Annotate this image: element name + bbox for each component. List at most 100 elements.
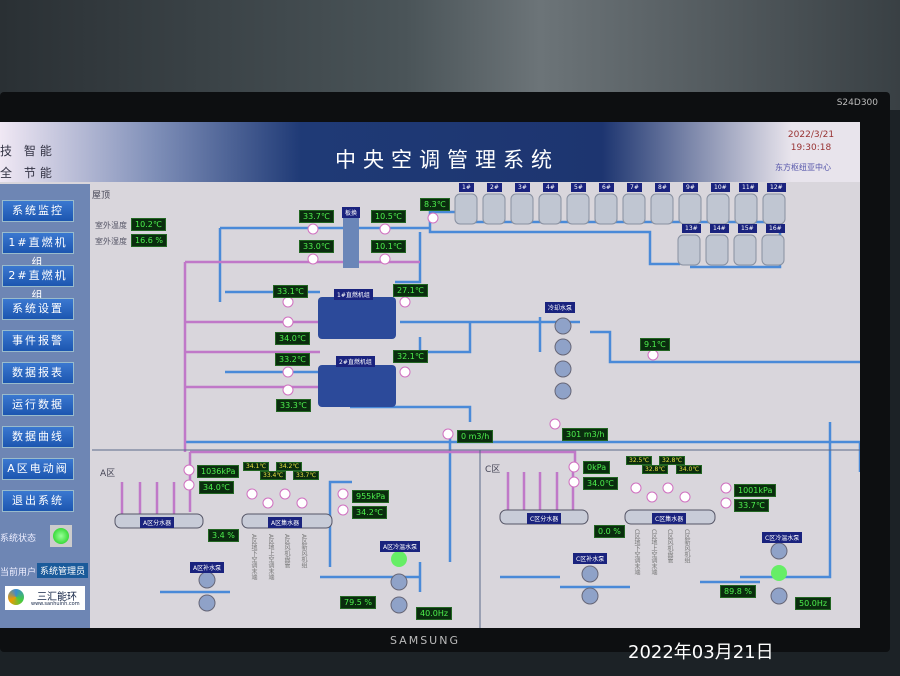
chiller-1-temp-2: 27.1℃ xyxy=(393,284,428,297)
date: 2022/3/21 xyxy=(787,130,835,140)
monitor-model: S24D300 xyxy=(836,98,878,108)
cooling-tower xyxy=(510,193,534,225)
equipment xyxy=(114,218,788,614)
cooling-tower xyxy=(705,234,729,266)
slogan-1: 技 智能 xyxy=(0,144,56,158)
outdoor-temp-label: 室外温度 xyxy=(95,221,127,230)
outdoor-humidity: 16.6 % xyxy=(131,234,167,247)
zone-c-branch: C区地下空调末端 xyxy=(633,529,640,576)
cooling-tower-label: 3# xyxy=(515,183,530,192)
nav-chiller-1[interactable]: 1#直燃机组 xyxy=(2,232,74,269)
nav-run-data[interactable]: 运行数据 xyxy=(2,394,74,416)
hx-in-temp-2: 33.0℃ xyxy=(299,240,334,253)
hx-out-temp-1: 10.5℃ xyxy=(371,210,406,223)
cooling-tower-label: 9# xyxy=(683,183,698,192)
cooling-tower-label: 10# xyxy=(711,183,730,192)
chiller-1-temp-1: 33.1℃ xyxy=(273,285,308,298)
cooling-tower-label: 13# xyxy=(682,224,701,233)
cooling-tower-label: 16# xyxy=(766,224,785,233)
plate-hx-label: 板换 xyxy=(342,207,361,218)
chiller-2-temp-3: 33.3℃ xyxy=(276,399,311,412)
zone-a-valve: 3.4 % xyxy=(208,529,239,542)
cooling-tower xyxy=(482,193,506,225)
outdoor-temp: 10.2℃ xyxy=(131,218,166,231)
status-indicator xyxy=(50,525,72,547)
chiller-1-label: 1#直燃机组 xyxy=(334,289,373,300)
cooling-tower xyxy=(650,193,674,225)
zone-c-makeup-pump: C区补水泵 xyxy=(573,553,608,564)
zone-c-freq: 50.0Hz xyxy=(795,597,832,610)
zone-a-branch: A区新风机组 xyxy=(300,534,307,569)
chiller-2-temp-2: 32.1℃ xyxy=(393,350,428,363)
status-label: 系统状态 xyxy=(0,534,37,544)
cooling-tower xyxy=(454,193,478,225)
cooling-tower xyxy=(762,193,786,225)
nav-data-report[interactable]: 数据报表 xyxy=(2,362,74,384)
zone-a-branch-temp: 33.7℃ xyxy=(293,471,320,480)
user-label: 当前用户 xyxy=(0,568,37,578)
chiller-2-label: 2#直燃机组 xyxy=(336,356,375,367)
zone-c-valve-2: 89.8 % xyxy=(720,585,756,598)
zone-a-temp-1: 34.0℃ xyxy=(199,481,234,494)
site-name: 东方枢纽亚中心 xyxy=(775,163,831,172)
zone-c-branch-temp: 32.8℃ xyxy=(642,465,669,474)
zone-c-pressure-2: 1001kPa xyxy=(734,484,777,497)
logo: 三汇能环 www.sanhuinh.com xyxy=(5,586,85,610)
zone-a-branch: A区地上空调末端 xyxy=(267,534,274,581)
nav-system-monitor[interactable]: 系统监控 xyxy=(2,200,74,222)
cooling-tower xyxy=(761,234,785,266)
outdoor-humidity-label: 室外湿度 xyxy=(95,237,127,246)
cooling-tower-label: 14# xyxy=(710,224,729,233)
zone-a-freq: 40.0Hz xyxy=(416,607,453,620)
logo-icon xyxy=(8,589,24,605)
flow-2: 301 m3/h xyxy=(562,428,609,441)
zone-a-branch: A区地下空调末端 xyxy=(250,534,257,581)
cooling-tower xyxy=(706,193,730,225)
cooling-tower-label: 15# xyxy=(738,224,757,233)
nav-data-curve[interactable]: 数据曲线 xyxy=(2,426,74,448)
chiller-1-temp-3: 34.0℃ xyxy=(275,332,310,345)
zone-a-divider: A区分水器 xyxy=(140,517,175,528)
zone-c-branch: C区新风机组 xyxy=(683,529,690,564)
chiller-2 xyxy=(318,365,396,407)
cooling-tower xyxy=(678,193,702,225)
nav-exit[interactable]: 退出系统 xyxy=(2,490,74,512)
hx-in-temp-1: 33.7℃ xyxy=(299,210,334,223)
cooling-tower-label: 7# xyxy=(627,183,642,192)
chiller-1 xyxy=(318,297,396,339)
page-title: 中央空调管理系统 xyxy=(335,148,559,172)
zone-a-hw-pump: A区冷温水泵 xyxy=(380,541,421,552)
zone-c-label: C区 xyxy=(485,465,501,475)
zone-c-branch-temp: 32.8℃ xyxy=(659,456,686,465)
cooling-tower xyxy=(566,193,590,225)
cooling-tower-label: 4# xyxy=(543,183,558,192)
cooling-tower-label: 11# xyxy=(739,183,758,192)
nav-chiller-2[interactable]: 2#直燃机组 xyxy=(2,265,74,302)
zone-a-branch: A区风机盘管 xyxy=(283,534,290,569)
nav-zone-a-valve[interactable]: A区电动阀 xyxy=(2,458,74,480)
nav-system-settings[interactable]: 系统设置 xyxy=(2,298,74,320)
zone-a-branch-temp: 33.4℃ xyxy=(260,471,287,480)
header: 技 智能 全 节能 中央空调管理系统 2022/3/21 19:30:18 东方… xyxy=(0,122,860,182)
zone-c-branch: C区风机盘管 xyxy=(666,529,673,564)
background-room xyxy=(0,0,900,110)
logo-url: www.sanhuinh.com xyxy=(31,601,80,607)
zone-a-temp-2: 34.2℃ xyxy=(352,506,387,519)
zone-c-temp-2: 33.7℃ xyxy=(734,499,769,512)
cooling-tower-label: 1# xyxy=(459,183,474,192)
zone-a-branch-temp: 34.1℃ xyxy=(243,462,270,471)
cooling-tower-label: 12# xyxy=(767,183,786,192)
time: 19:30:18 xyxy=(790,143,832,153)
cooling-tower-label: 5# xyxy=(571,183,586,192)
zone-c-valve: 0.0 % xyxy=(594,525,625,538)
nav-event-alarm[interactable]: 事件报警 xyxy=(2,330,74,352)
photo-date-stamp: 2022年03月21日 xyxy=(628,642,774,663)
zone-a-pressure-2: 955kPa xyxy=(352,490,390,503)
zone-a-label: A区 xyxy=(100,469,116,479)
cooling-tower xyxy=(677,234,701,266)
slogan-2: 全 节能 xyxy=(0,166,56,180)
zone-a-collector: A区集水器 xyxy=(268,517,303,528)
cooling-tower-label: 8# xyxy=(655,183,670,192)
cooling-pump-label: 冷却水泵 xyxy=(545,302,576,313)
cooling-tower xyxy=(734,193,758,225)
